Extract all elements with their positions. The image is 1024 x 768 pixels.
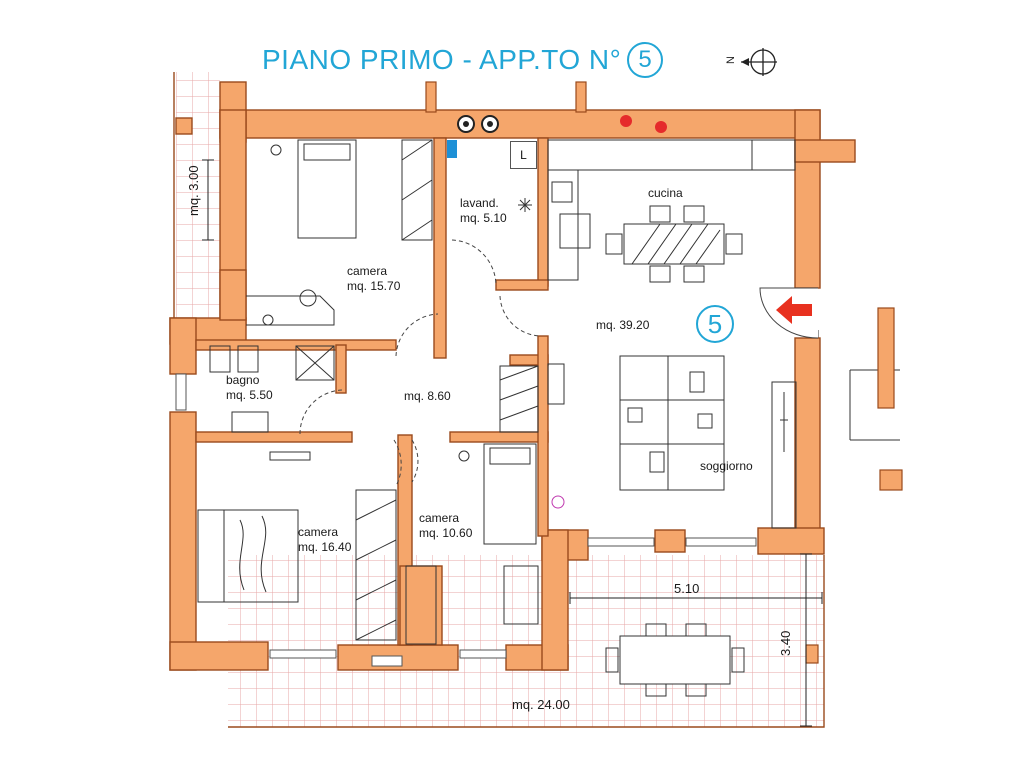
room-name-soggiorno: soggiorno xyxy=(700,459,753,473)
wall-posts xyxy=(425,81,903,664)
desk-icon xyxy=(503,565,539,625)
room-area-lavanderia: mq. 5.10 xyxy=(460,211,507,225)
windows xyxy=(175,373,757,667)
compass-icon: N xyxy=(724,48,779,76)
room-area-disimpegno: mq. 8.60 xyxy=(404,389,451,403)
entry-door xyxy=(759,287,819,339)
wardrobe-icon xyxy=(355,489,397,641)
kitchen-counter xyxy=(547,139,796,171)
side-balcony-floor xyxy=(176,72,220,318)
bed-icon xyxy=(483,443,537,545)
room-name-lavanderia: lavand. xyxy=(460,196,499,210)
kitchen-table-icon xyxy=(605,205,743,283)
dimension-lines xyxy=(202,159,823,727)
entry-arrow-icon xyxy=(776,296,812,324)
room-area-bagno: mq. 5.50 xyxy=(226,388,273,402)
furniture xyxy=(197,139,797,697)
door-swings xyxy=(299,239,541,487)
room-area-camera-3: mq. 10.60 xyxy=(419,526,473,540)
washbasin-icon xyxy=(231,411,269,433)
gas-point-icon xyxy=(655,121,667,133)
terrace-area-main: mq. 24.00 xyxy=(512,697,570,712)
terrace-table-icon xyxy=(605,623,745,697)
room-area-camera-1: mq. 15.70 xyxy=(347,279,401,293)
room-name-camera-2: camera xyxy=(298,525,339,539)
room-area-camera-2: mq. 16.40 xyxy=(298,540,352,554)
wardrobe-icon xyxy=(405,565,437,645)
bidet-icon xyxy=(209,345,231,373)
walls xyxy=(169,81,856,671)
room-name-bagno: bagno xyxy=(226,373,260,387)
plan-title: PIANO PRIMO - APP.TO N° 5 xyxy=(262,40,664,80)
room-name-camera-3: camera xyxy=(419,511,460,525)
double-bed-icon xyxy=(197,451,311,603)
apartment-number: 5 xyxy=(627,42,664,78)
terrace-area-side: mq. 3.00 xyxy=(186,165,201,216)
plan-title-text: PIANO PRIMO - APP.TO N° xyxy=(262,44,622,75)
gas-point-icon xyxy=(620,115,632,127)
sofa-icon xyxy=(619,355,725,491)
toilet-icon xyxy=(237,345,259,373)
bed-icon xyxy=(297,139,357,239)
room-name-camera-1: camera xyxy=(347,264,388,278)
wardrobe-icon xyxy=(401,139,433,241)
shower-icon xyxy=(295,345,335,381)
utility-points xyxy=(447,115,667,158)
compass-north-label: N xyxy=(724,56,737,64)
room-area-soggiorno: mq. 39.20 xyxy=(596,318,650,332)
apartment-badge: 5 xyxy=(696,305,734,343)
water-point-icon xyxy=(447,140,457,158)
dimension-terrace-depth: 3.40 xyxy=(778,630,793,656)
room-name-cucina: cucina xyxy=(648,186,683,200)
dimension-terrace-width: 5.10 xyxy=(674,581,700,596)
sink-icon xyxy=(559,213,591,249)
laundry-box-label: L xyxy=(510,141,537,169)
